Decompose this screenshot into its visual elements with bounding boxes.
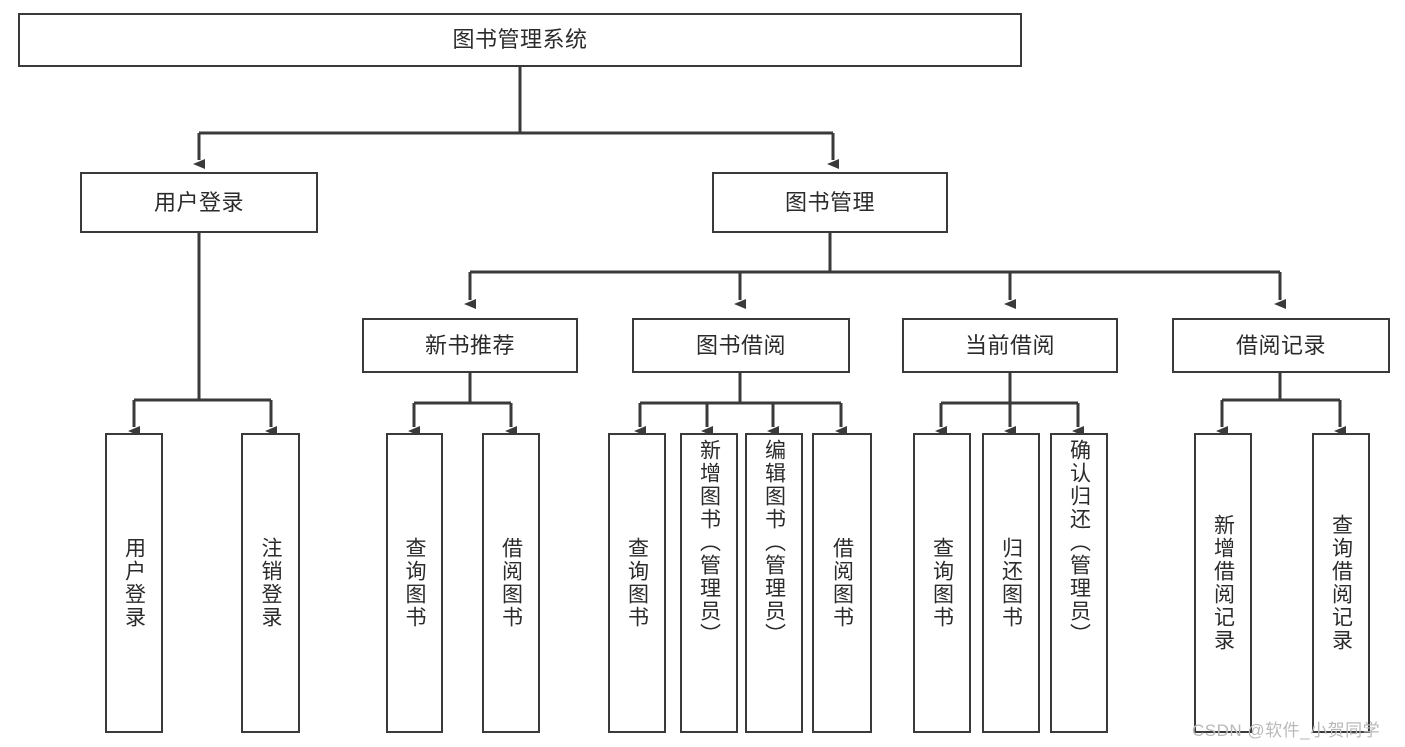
leaf-current-borrow-2[interactable]: 归还图书 xyxy=(982,433,1040,733)
node-book-borrow[interactable]: 图书借阅 xyxy=(632,318,850,373)
leaf-borrow-record-2[interactable]: 查询借阅记录 xyxy=(1312,433,1370,733)
leaf-book-borrow-1[interactable]: 查询图书 xyxy=(608,433,666,733)
leaf-user-login-2[interactable]: 注销登录 xyxy=(241,433,300,733)
node-root-label: 图书管理系统 xyxy=(452,27,588,53)
leaf-current-borrow-2-label: 归还图书 xyxy=(999,537,1023,629)
leaf-current-borrow-1[interactable]: 查询图书 xyxy=(913,433,971,733)
node-current-borrow[interactable]: 当前借阅 xyxy=(902,318,1118,373)
node-new-book-recommend[interactable]: 新书推荐 xyxy=(362,318,578,373)
leaf-user-login-2-label: 注销登录 xyxy=(259,537,282,629)
leaf-new-book-2-label: 借阅图书 xyxy=(499,537,523,629)
node-current-borrow-label: 当前借阅 xyxy=(964,332,1055,358)
node-borrow-record[interactable]: 借阅记录 xyxy=(1172,318,1390,373)
leaf-book-borrow-2[interactable]: 新增图书（管理员） xyxy=(680,433,738,733)
node-user-login-label: 用户登录 xyxy=(153,189,244,215)
node-user-login[interactable]: 用户登录 xyxy=(80,172,318,233)
node-book-borrow-label: 图书借阅 xyxy=(695,332,786,358)
leaf-current-borrow-3[interactable]: 确认归还（管理员） xyxy=(1050,433,1108,733)
leaf-book-borrow-4-label: 借阅图书 xyxy=(830,537,854,629)
leaf-book-borrow-3-label: 编辑图书（管理员） xyxy=(762,439,786,646)
node-root[interactable]: 图书管理系统 xyxy=(18,13,1022,67)
leaf-book-borrow-3[interactable]: 编辑图书（管理员） xyxy=(745,433,803,733)
csdn-watermark: CSDN @软件_小贺同学 xyxy=(1192,721,1381,740)
leaf-borrow-record-2-label: 查询借阅记录 xyxy=(1329,514,1353,652)
node-book-management-label: 图书管理 xyxy=(784,189,875,215)
leaf-new-book-2[interactable]: 借阅图书 xyxy=(482,433,540,733)
leaf-borrow-record-1[interactable]: 新增借阅记录 xyxy=(1194,433,1252,733)
leaf-user-login-1-label: 用户登录 xyxy=(122,537,146,629)
leaf-new-book-1[interactable]: 查询图书 xyxy=(386,433,443,733)
leaf-current-borrow-3-label: 确认归还（管理员） xyxy=(1067,439,1091,646)
node-borrow-record-label: 借阅记录 xyxy=(1235,332,1326,358)
leaf-book-borrow-1-label: 查询图书 xyxy=(625,537,649,629)
leaf-book-borrow-4[interactable]: 借阅图书 xyxy=(812,433,872,733)
leaf-new-book-1-label: 查询图书 xyxy=(403,537,426,629)
node-book-management[interactable]: 图书管理 xyxy=(712,172,948,233)
leaf-current-borrow-1-label: 查询图书 xyxy=(930,537,954,629)
leaf-borrow-record-1-label: 新增借阅记录 xyxy=(1211,514,1235,652)
leaf-book-borrow-2-label: 新增图书（管理员） xyxy=(697,439,721,646)
node-new-book-recommend-label: 新书推荐 xyxy=(424,332,515,358)
leaf-user-login-1[interactable]: 用户登录 xyxy=(105,433,163,733)
